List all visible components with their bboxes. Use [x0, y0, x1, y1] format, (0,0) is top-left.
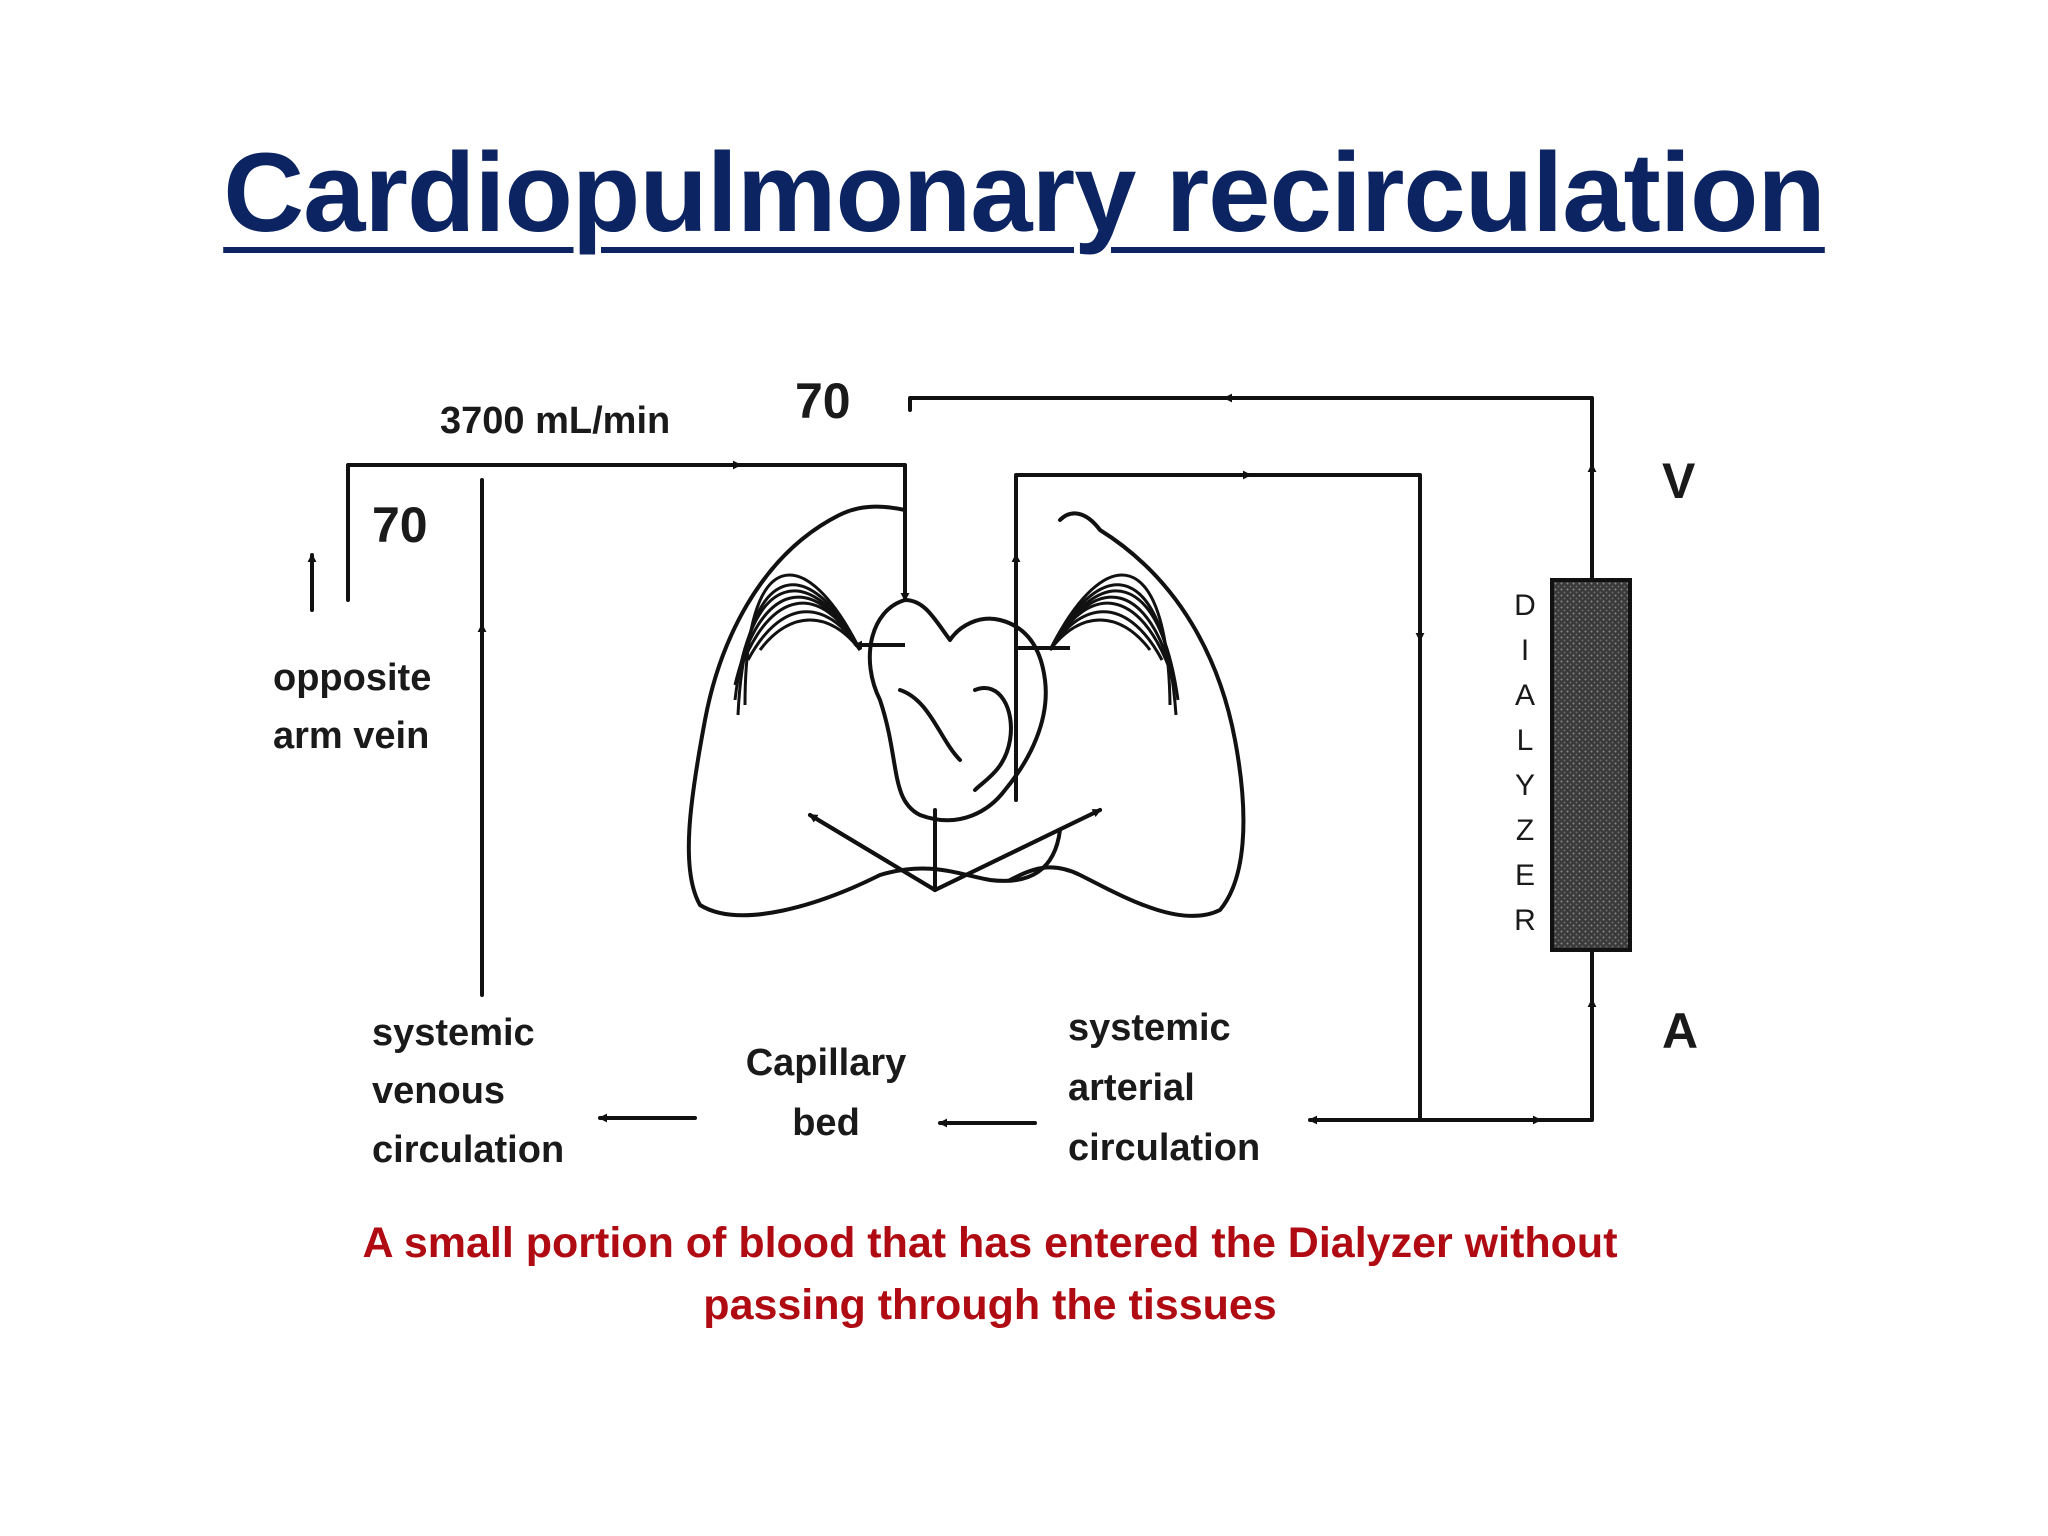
opposite-arm-label-1: opposite	[273, 657, 431, 699]
dialyzer-letter: D	[1514, 589, 1536, 622]
arterial-label-1: systemic	[1068, 1007, 1231, 1049]
dialyzer-letter: L	[1517, 724, 1534, 757]
left-lung-outline	[686, 504, 1062, 918]
slide-caption: A small portion of blood that has entere…	[362, 1219, 1618, 1329]
venous-label-3: circulation	[372, 1129, 564, 1171]
arterial-port-label: A	[1662, 1003, 1698, 1059]
dialyzer-letter: A	[1515, 679, 1535, 712]
slide-title: Cardiopulmonary recirculation	[223, 130, 1826, 255]
dialyzer-label: D I A L Y Z E R	[1514, 589, 1536, 937]
pulmonary-arrow-left	[808, 813, 937, 892]
dialyzer-letter: E	[1515, 859, 1535, 892]
venous-label-2: venous	[372, 1070, 505, 1112]
pulmonary-arrow-right	[933, 808, 1102, 892]
venous-return-line	[346, 463, 907, 602]
right-lung-outline	[1008, 511, 1246, 918]
heart-septum	[898, 688, 962, 762]
arterial-label-2: arterial	[1068, 1067, 1195, 1109]
dialyzer-letter: Z	[1516, 814, 1534, 847]
heart-chamber	[973, 686, 1013, 792]
opposite-arm-label-2: arm vein	[273, 715, 429, 757]
left-lung-vessels	[733, 573, 862, 716]
value-top-label: 70	[795, 373, 851, 429]
dialyzer-return-line	[908, 396, 1594, 582]
heart-outline	[867, 598, 1048, 823]
venous-port-label: V	[1662, 453, 1696, 509]
dialyzer-inflow-line	[1418, 948, 1594, 1122]
dialyzer-letter: R	[1514, 904, 1536, 937]
venous-label-1: systemic	[372, 1012, 535, 1054]
value-left-label: 70	[372, 497, 428, 553]
capillary-label-2: bed	[792, 1102, 860, 1144]
arterial-label-3: circulation	[1068, 1127, 1260, 1169]
dialyzer-letter: I	[1521, 634, 1529, 667]
right-lung-vessels	[1048, 573, 1180, 716]
flow-rate-label: 3700 mL/min	[440, 400, 670, 442]
dialyzer-cartridge	[1550, 578, 1632, 952]
dialyzer-letter: Y	[1515, 769, 1535, 802]
capillary-label-1: Capillary	[746, 1042, 907, 1084]
